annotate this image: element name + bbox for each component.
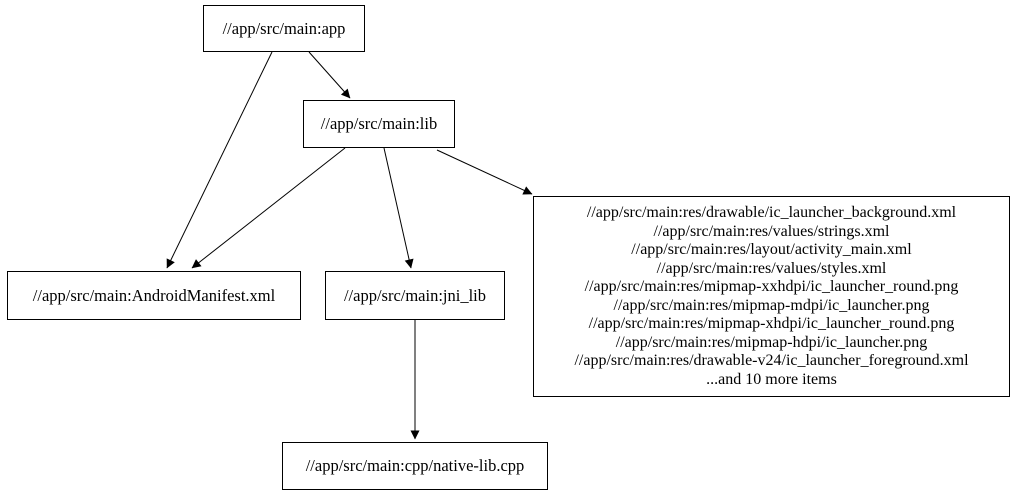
resource-line: //app/src/main:res/drawable/ic_launcher_… <box>586 204 957 221</box>
edge-lib-to-resources <box>436 149 533 195</box>
node-jni-lib: //app/src/main:jni_lib <box>325 271 505 320</box>
resource-line: //app/src/main:res/drawable-v24/ic_launc… <box>574 352 969 369</box>
resource-line: //app/src/main:res/values/styles.xml <box>656 259 887 277</box>
edge-app-to-lib <box>308 51 351 99</box>
node-resources: //app/src/main:res/drawable/ic_launcher_… <box>533 196 1010 397</box>
node-android-manifest: //app/src/main:AndroidManifest.xml <box>7 271 301 320</box>
node-android-manifest-label: //app/src/main:AndroidManifest.xml <box>32 285 276 305</box>
resource-line: //app/src/main:res/mipmap-hdpi/ic_launch… <box>615 333 928 351</box>
resource-line: //app/src/main:res/mipmap-mdpi/ic_launch… <box>613 296 930 314</box>
node-app-label: //app/src/main:app <box>222 18 346 38</box>
resource-line: //app/src/main:res/layout/activity_main.… <box>631 241 912 258</box>
edge-app-to-manifest <box>166 51 273 269</box>
node-native-lib-label: //app/src/main:cpp/native-lib.cpp <box>305 456 525 475</box>
node-native-lib: //app/src/main:cpp/native-lib.cpp <box>282 442 548 490</box>
resource-line: //app/src/main:res/mipmap-xhdpi/ic_launc… <box>588 315 955 332</box>
edge-lib-to-manifest <box>191 147 346 269</box>
node-app: //app/src/main:app <box>203 5 365 52</box>
node-jni-lib-label: //app/src/main:jni_lib <box>343 285 487 305</box>
resource-line: //app/src/main:res/mipmap-xxhdpi/ic_laun… <box>584 278 959 295</box>
resource-line-more: ...and 10 more items <box>706 370 837 388</box>
node-lib: //app/src/main:lib <box>303 100 455 148</box>
node-lib-label: //app/src/main:lib <box>320 114 438 133</box>
resource-line: //app/src/main:res/values/strings.xml <box>653 222 890 240</box>
edge-lib-to-jni-lib <box>383 147 414 269</box>
